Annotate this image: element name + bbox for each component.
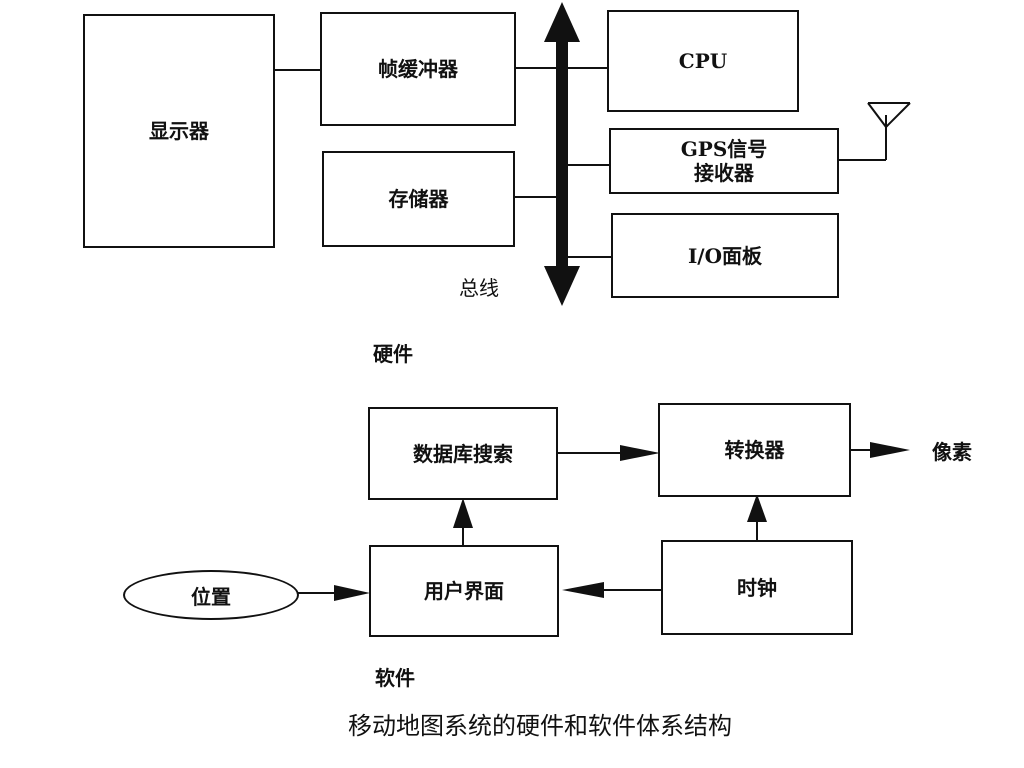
software-section-label: 软件 xyxy=(375,666,415,690)
user-interface-label: 用户界面 xyxy=(424,579,504,603)
database-search-label: 数据库搜索 xyxy=(413,441,513,466)
memory-label: 存储器 xyxy=(388,187,449,211)
gps-receiver-label: GPS信号 接收器 xyxy=(680,137,768,185)
user-interface-box: 用户界面 xyxy=(369,545,559,637)
cpu-label: CPU xyxy=(678,49,728,73)
cpu-box: CPU xyxy=(607,10,799,112)
hardware-section-label: 硬件 xyxy=(373,342,413,366)
memory-box: 存储器 xyxy=(322,151,515,247)
io-panel-label: I/O面板 xyxy=(687,243,763,268)
figure-caption: 移动地图系统的硬件和软件体系结构 xyxy=(348,712,732,740)
converter-label: 转换器 xyxy=(724,438,785,462)
position-ellipse: 位置 xyxy=(123,570,299,620)
display-label: 显示器 xyxy=(149,119,209,143)
display-box: 显示器 xyxy=(83,14,275,248)
gps-receiver-box: GPS信号 接收器 xyxy=(609,128,839,194)
frame-buffer-box: 帧缓冲器 xyxy=(320,12,516,126)
bus-label: 总线 xyxy=(459,276,499,300)
clock-box: 时钟 xyxy=(661,540,853,635)
pixels-label: 像素 xyxy=(932,440,972,464)
frame-buffer-label: 帧缓冲器 xyxy=(378,57,458,81)
position-label: 位置 xyxy=(191,584,231,609)
database-search-box: 数据库搜索 xyxy=(368,407,558,500)
clock-label: 时钟 xyxy=(737,575,777,600)
io-panel-box: I/O面板 xyxy=(611,213,839,298)
converter-box: 转换器 xyxy=(658,403,851,497)
